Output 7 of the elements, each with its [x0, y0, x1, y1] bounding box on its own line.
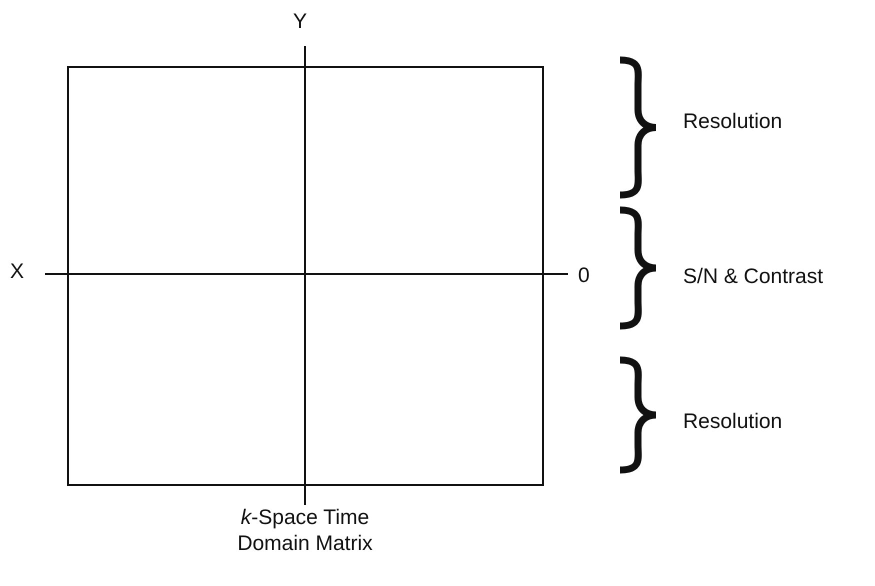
caption: k-Space Time Domain Matrix	[236, 505, 374, 557]
axis-label: X	[10, 260, 24, 284]
axis-label: 0	[578, 264, 590, 288]
brace-label: Resolution	[683, 110, 782, 134]
brace-label: S/N & Contrast	[683, 265, 824, 289]
axis-label: Y	[293, 10, 307, 34]
brace-label: Resolution	[683, 410, 782, 434]
